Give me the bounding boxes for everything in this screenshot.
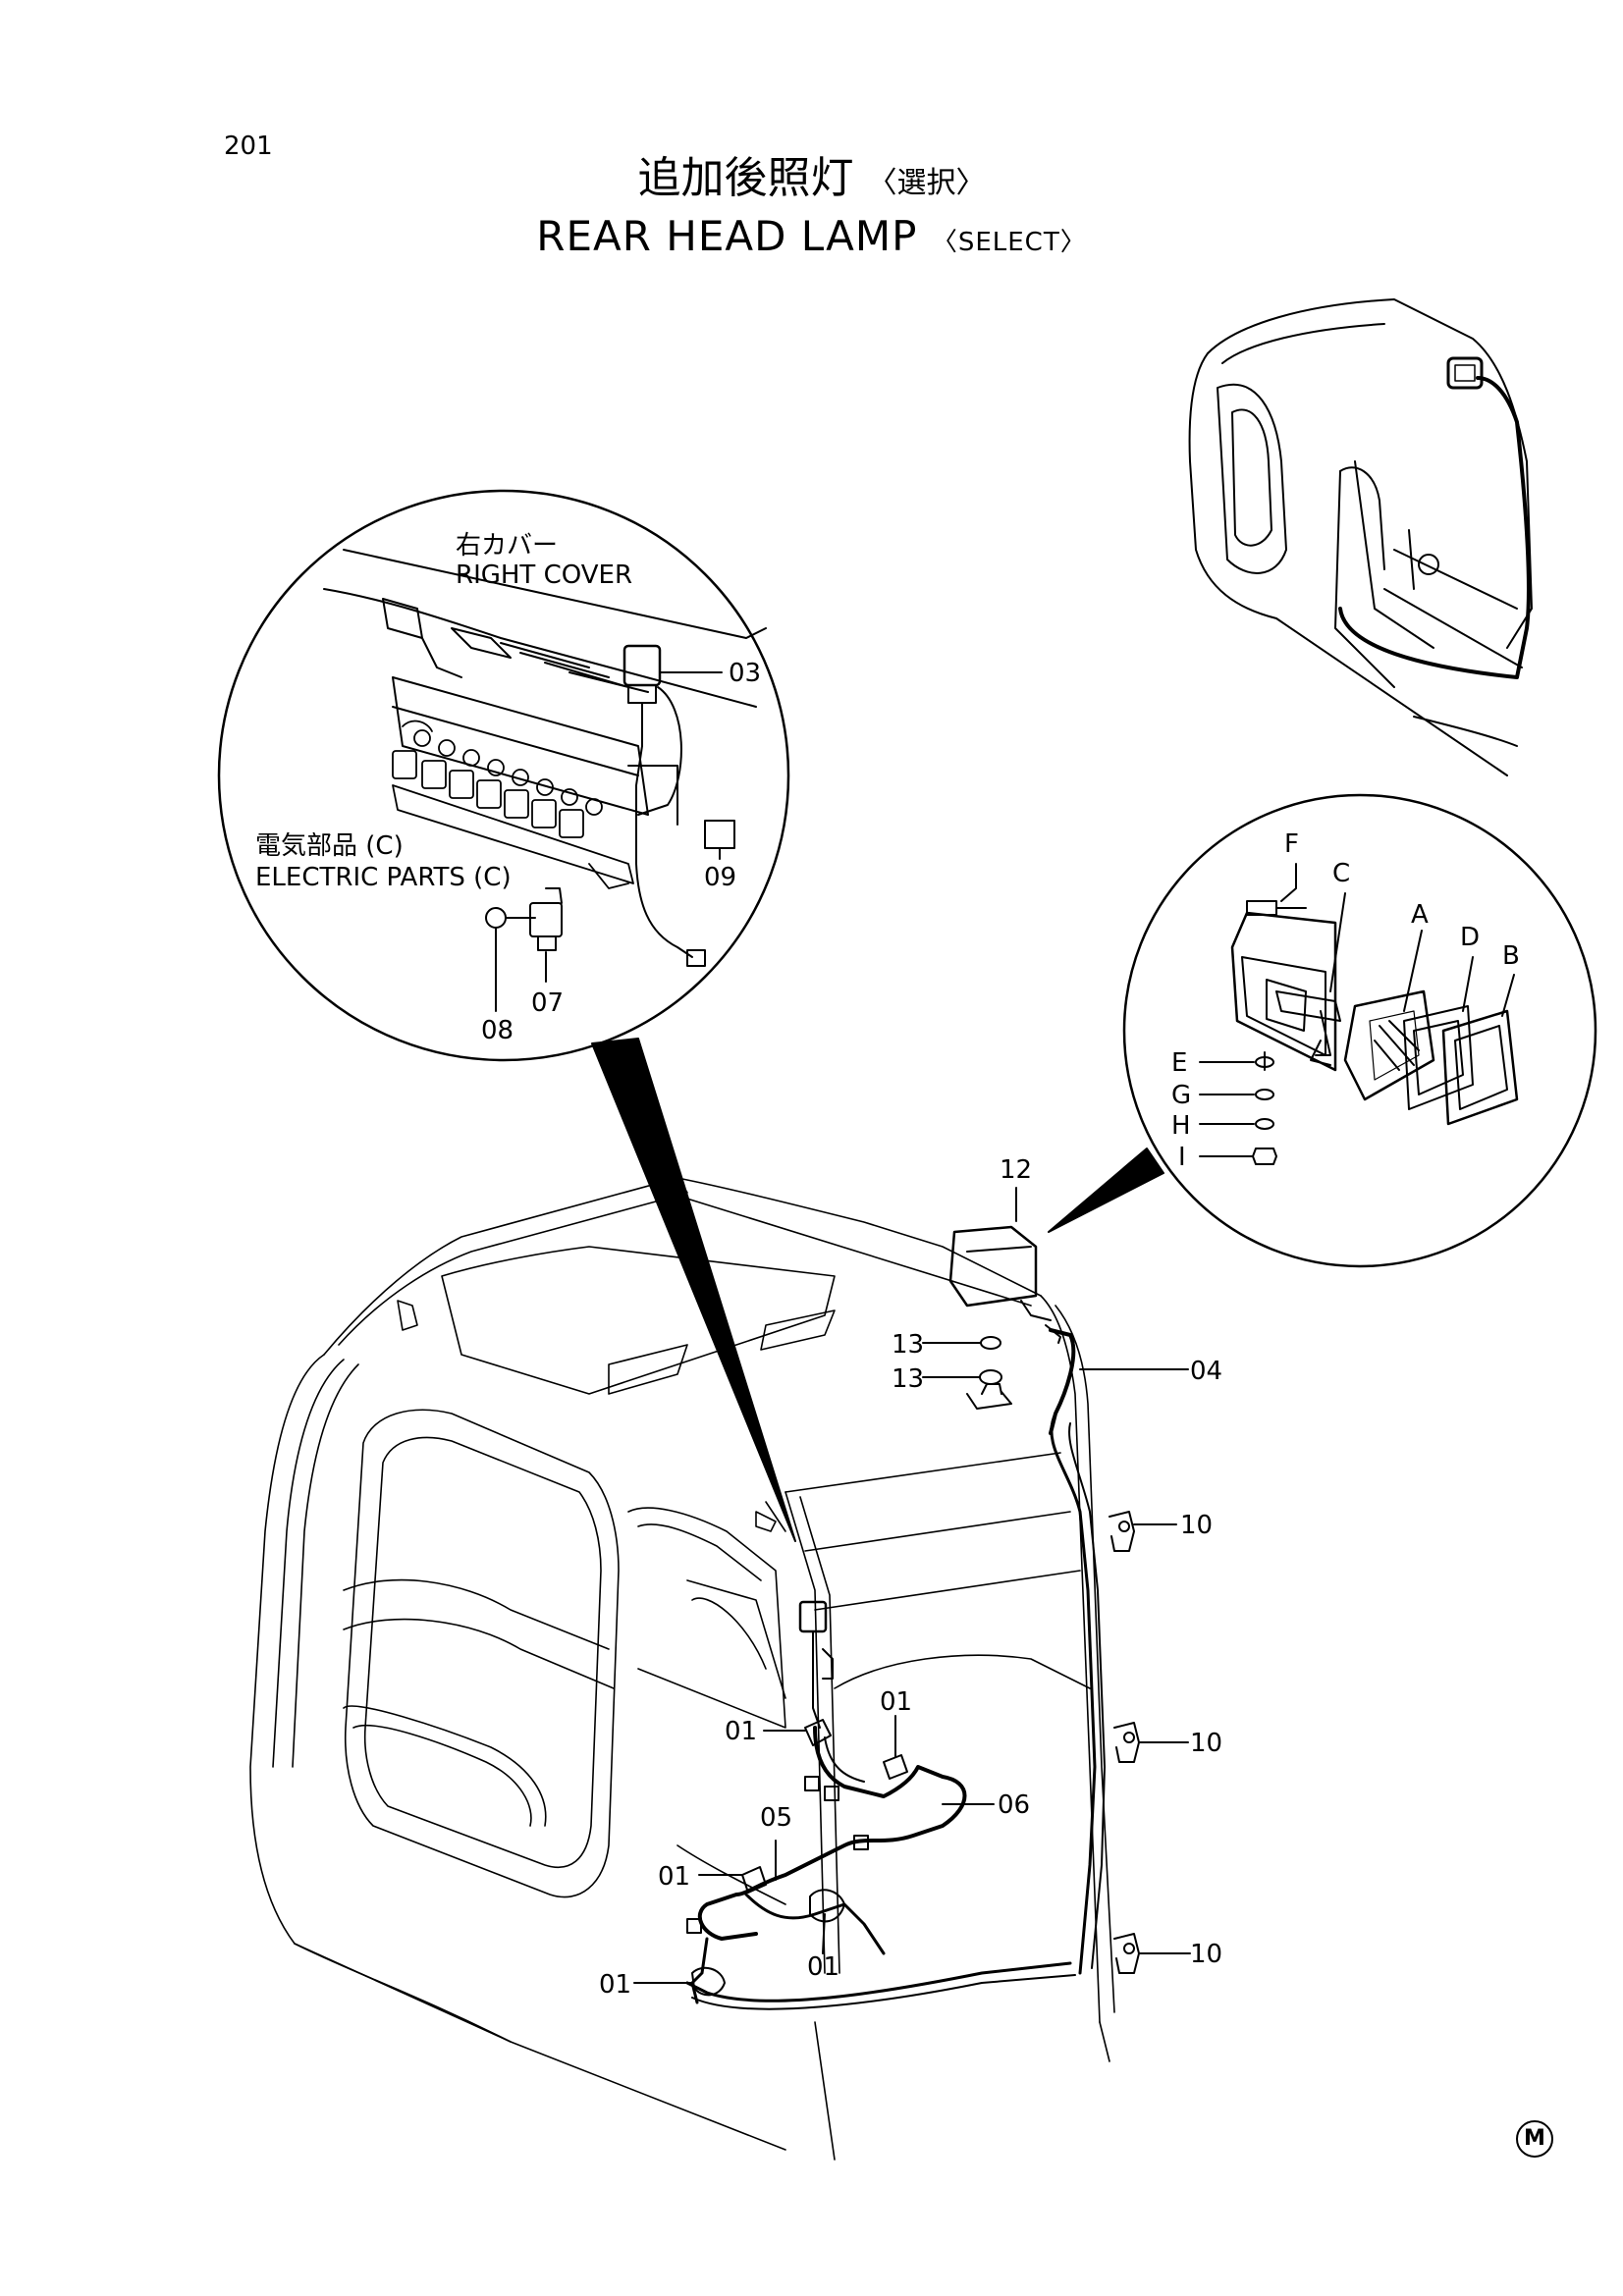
title-jp: 追加後照灯 — [637, 153, 854, 203]
title-en-sub: 〈SELECT〉 — [931, 228, 1087, 257]
callout-04: 04 — [1190, 1357, 1222, 1386]
page-title-jp: 追加後照灯 〈選択〉 — [0, 157, 1623, 200]
inset-left-labels: 右カバー RIGHT COVER 電気部品 (C) ELECTRIC PARTS… — [255, 531, 632, 892]
callout-F: F — [1284, 829, 1299, 859]
electric-parts-en: ELECTRIC PARTS (C) — [255, 863, 512, 892]
callout-01a: 01 — [725, 1717, 757, 1746]
inset-lamp-callouts: F C A D B E G H I — [1171, 829, 1520, 1172]
callout-08: 08 — [481, 1016, 514, 1045]
callout-10a: 10 — [1180, 1511, 1213, 1540]
cab-main — [249, 1177, 1115, 2161]
callout-D: D — [1460, 923, 1480, 952]
inset-right-cover — [217, 489, 790, 1062]
callout-12: 12 — [1000, 1155, 1032, 1185]
callout-B: B — [1502, 941, 1520, 971]
m-mark: M — [1516, 2120, 1553, 2158]
page-number: 201 — [224, 132, 273, 161]
callout-10c: 10 — [1190, 1940, 1222, 1969]
callout-03: 03 — [729, 659, 761, 688]
callout-10b: 10 — [1190, 1729, 1222, 1758]
pointer-wedge-right — [1048, 1148, 1164, 1233]
cab-callouts: 12 13 13 04 10 10 10 01 01 05 06 01 01 0… — [599, 1155, 1222, 2000]
callout-13b: 13 — [892, 1364, 924, 1394]
callout-01e: 01 — [599, 1970, 631, 2000]
callout-06: 06 — [998, 1790, 1030, 1820]
callout-E: E — [1171, 1048, 1187, 1078]
callout-H: H — [1171, 1111, 1191, 1141]
callout-01c: 01 — [658, 1862, 690, 1892]
callout-07: 07 — [531, 988, 564, 1018]
callout-01b: 01 — [880, 1687, 912, 1717]
title-en: REAR HEAD LAMP — [536, 212, 918, 260]
callout-A: A — [1411, 900, 1429, 930]
inset-lamp-exploded — [1122, 793, 1597, 1268]
cab-harness — [685, 1225, 1140, 2010]
pointer-wedge-left — [591, 1038, 796, 1542]
callout-01d: 01 — [807, 1952, 839, 1982]
callout-13a: 13 — [892, 1330, 924, 1360]
callout-05: 05 — [760, 1803, 792, 1833]
inset-left-callouts: 03 09 07 08 — [481, 659, 761, 1045]
title-jp-sub: 〈選択〉 — [867, 166, 986, 200]
callout-C: C — [1332, 859, 1350, 888]
relay-block — [392, 720, 634, 889]
callout-09: 09 — [704, 863, 736, 892]
right-cover-jp: 右カバー — [456, 531, 558, 561]
callout-I: I — [1178, 1143, 1186, 1172]
callout-G: G — [1171, 1081, 1191, 1110]
cab-leaders — [633, 1187, 1191, 1984]
right-cover-en: RIGHT COVER — [456, 561, 632, 590]
inset-left-leaders — [495, 671, 723, 1012]
page-title-en: REAR HEAD LAMP 〈SELECT〉 — [0, 216, 1623, 257]
inset-lamp-leaders — [1199, 863, 1515, 1157]
cab-overview-small — [1188, 298, 1533, 776]
electric-parts-jp: 電気部品 (C) — [255, 831, 404, 861]
